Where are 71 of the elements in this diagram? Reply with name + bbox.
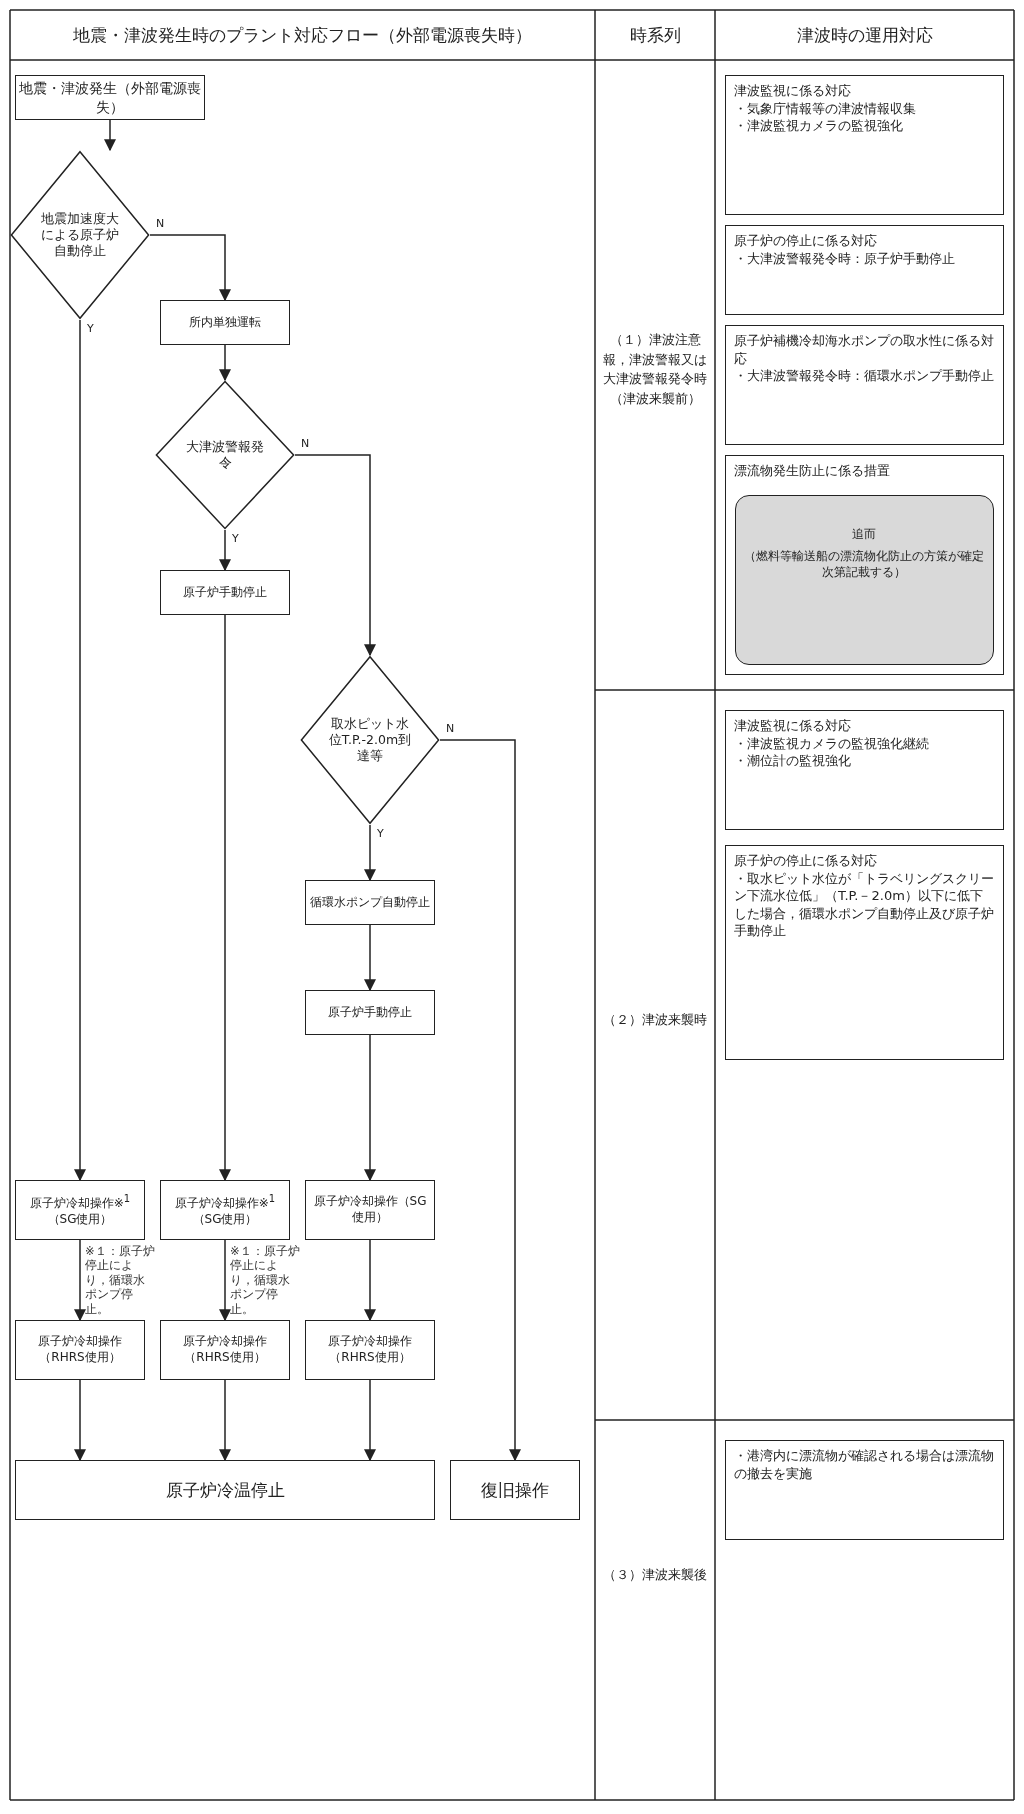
process-box: 原子炉冷却操作（SG使用）	[305, 1180, 435, 1240]
process-box: 所内単独運転	[160, 300, 290, 345]
edge-label: N	[154, 217, 167, 230]
decision-diamond: 地震加速度大による原子炉自動停止	[10, 150, 150, 320]
response-text: ・津波監視カメラの監視強化継続	[734, 734, 930, 753]
response-text: 漂流物発生防止に係る措置	[734, 462, 891, 480]
time-label: （２）津波来襲時	[603, 1011, 707, 1029]
response-heading: 原子炉の停止に係る対応	[734, 852, 878, 870]
process-box: 原子炉冷却操作（RHRS使用）	[15, 1320, 145, 1380]
arrow	[219, 529, 231, 572]
decision-diamond: 取水ピット水位T.P.-2.0m到達等	[300, 655, 440, 825]
response-box	[725, 325, 1004, 445]
response-box	[725, 1440, 1004, 1540]
footnote-text: ※１：原子炉停止により，循環水ポンプ停止。	[85, 1244, 155, 1316]
process-box: 原子炉冷却操作（RHRS使用）	[160, 1320, 290, 1380]
process-box: 原子炉冷却操作※$^{1}$（SG使用）	[15, 1180, 145, 1240]
response-box	[725, 225, 1004, 315]
arrow	[74, 1379, 86, 1462]
process-box: 復旧操作	[450, 1460, 580, 1520]
arrow	[219, 1239, 231, 1322]
arrow	[219, 614, 231, 1182]
time-label: （３）津波来襲後	[603, 1566, 707, 1584]
column-header: 地震・津波発生時のプラント対応フロー（外部電源喪失時）	[72, 23, 533, 47]
process-box: 原子炉手動停止	[160, 570, 290, 615]
edge-label: Y	[230, 532, 241, 545]
arrow	[364, 1379, 376, 1462]
column-header: 津波時の運用対応	[795, 23, 934, 47]
response-heading: 津波監視に係る対応	[734, 82, 852, 100]
response-text: ・大津波警報発令時：原子炉手動停止	[734, 249, 956, 268]
process-box: 原子炉冷却操作※$^{1}$（SG使用）	[160, 1180, 290, 1240]
response-box	[725, 845, 1004, 1060]
edge-label: Y	[375, 827, 386, 840]
response-heading: 追而	[851, 525, 877, 542]
response-text: ・港湾内に漂流物が確認される場合は漂流物の撤去を実施	[734, 1447, 995, 1483]
response-text: ・津波監視カメラの監視強化	[734, 117, 904, 135]
response-text: ・気象庁情報等の津波情報収集	[734, 99, 917, 118]
time-label: （１）津波注意報，津波警報又は大津波警報発令時（津波来襲前）	[603, 331, 707, 408]
response-text: ・取水ピット水位が「トラベリングスクリーン下流水位低」（T.P.－2.0m）以下に低下した場合，循環水ポンプ自動停止及び原子炉手動停止	[734, 869, 995, 940]
arrow	[104, 119, 116, 152]
arrow	[439, 739, 521, 1462]
process-box: 原子炉手動停止	[305, 990, 435, 1035]
edge-label: Y	[85, 322, 96, 335]
process-box: 原子炉冷温停止	[15, 1460, 435, 1520]
decision-diamond: 大津波警報発令	[155, 380, 295, 530]
column-header: 時系列	[628, 23, 682, 47]
arrow	[219, 1379, 231, 1462]
arrow	[74, 319, 86, 1182]
footnote-text: ※１：原子炉停止により，循環水ポンプ停止。	[230, 1244, 300, 1316]
edge-label: N	[299, 437, 312, 450]
arrow	[219, 344, 231, 382]
note-box	[734, 494, 994, 665]
response-heading: 原子炉補機冷却海水ポンプの取水性に係る対応	[734, 332, 995, 368]
arrow	[364, 1239, 376, 1322]
arrow	[294, 454, 376, 657]
process-box: 地震・津波発生（外部電源喪失）	[15, 75, 205, 120]
arrow	[364, 1034, 376, 1182]
response-box	[725, 710, 1004, 830]
edge-label: N	[444, 722, 457, 735]
process-box: 原子炉冷却操作（RHRS使用）	[305, 1320, 435, 1380]
response-heading: 原子炉の停止に係る対応	[734, 232, 878, 250]
response-text: （燃料等輸送船の漂流物化防止の方策が確定次第記載する）	[743, 547, 985, 581]
process-box: 循環水ポンプ自動停止	[305, 880, 435, 925]
response-text: ・潮位計の監視強化	[734, 752, 852, 770]
arrow	[364, 924, 376, 992]
response-text: ・大津波警報発令時：循環水ポンプ手動停止	[734, 367, 995, 385]
arrow	[364, 824, 376, 882]
response-heading: 津波監視に係る対応	[734, 717, 852, 735]
response-box	[725, 75, 1004, 215]
arrow	[74, 1239, 86, 1322]
response-box	[725, 455, 1004, 675]
arrow	[149, 234, 231, 302]
